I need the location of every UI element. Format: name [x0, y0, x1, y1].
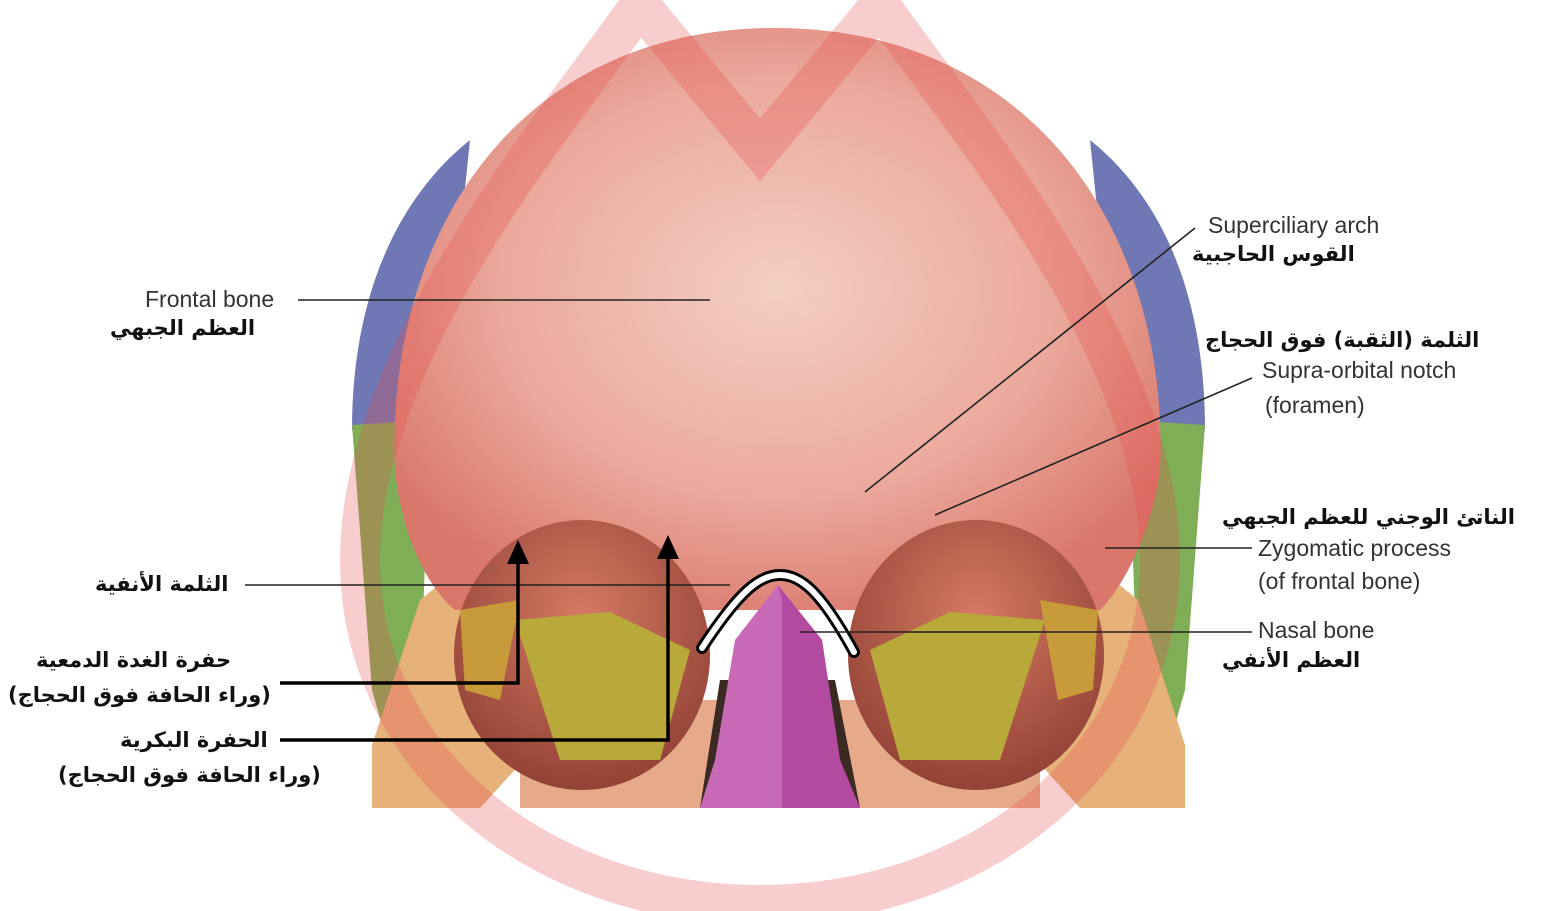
label-frontal-bone-ar: العظم الجبهي	[110, 316, 255, 340]
label-lacrimal-fossa-ar-1: حفرة الغدة الدمعية	[36, 648, 231, 672]
label-trochlear-fovea-ar-2: (وراء الحافة فوق الحجاج)	[58, 763, 321, 787]
label-nasal-notch-ar: الثلمة الأنفية	[95, 572, 229, 596]
label-superciliary-arch-ar: القوس الحاجبية	[1192, 242, 1355, 266]
label-superciliary-arch-en: Superciliary arch	[1208, 212, 1379, 239]
label-supraorbital-ar: الثلمة (الثقبة) فوق الحجاج	[1205, 328, 1479, 352]
label-supraorbital-en-2: (foramen)	[1265, 392, 1365, 419]
label-nasal-bone-ar: العظم الأنفي	[1222, 648, 1360, 672]
label-trochlear-fovea-ar-1: الحفرة البكرية	[120, 728, 268, 752]
label-lacrimal-fossa-ar-2: (وراء الحافة فوق الحجاج)	[8, 683, 271, 707]
label-zygomatic-ar: الناتئ الوجني للعظم الجبهي	[1222, 505, 1515, 529]
label-frontal-bone-en: Frontal bone	[145, 286, 274, 313]
label-zygomatic-en-2: (of frontal bone)	[1258, 568, 1420, 595]
label-zygomatic-en-1: Zygomatic process	[1258, 535, 1451, 562]
label-supraorbital-en-1: Supra-orbital notch	[1262, 357, 1456, 384]
label-nasal-bone-en: Nasal bone	[1258, 617, 1374, 644]
